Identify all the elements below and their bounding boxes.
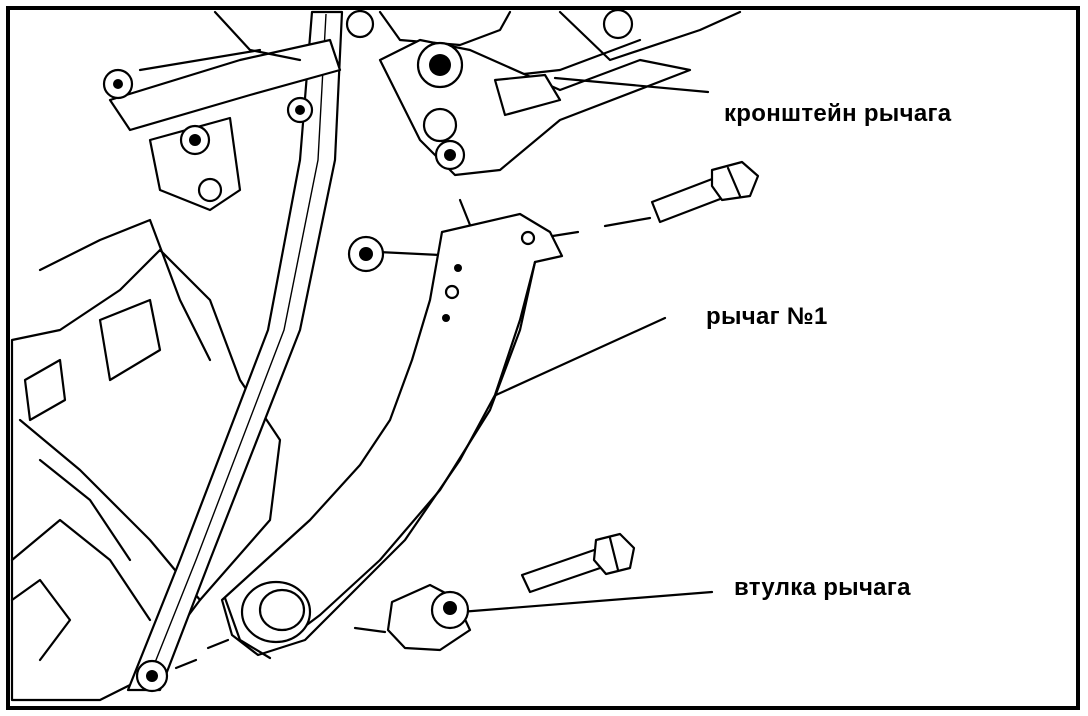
label-lever-bracket: кронштейн рычага	[724, 100, 952, 127]
top-frame-parts	[213, 10, 742, 82]
label-lever: рычаг №1	[706, 303, 828, 330]
steering-tube	[126, 10, 344, 692]
diagram-frame: кронштейн рычага рычаг №1 втулка рычага	[6, 6, 1080, 710]
lever-bracket-part	[378, 38, 692, 177]
lever-bushing-part	[353, 583, 472, 652]
lever-part	[220, 212, 564, 660]
bottom-nut	[135, 638, 230, 693]
housing-cover	[10, 218, 282, 702]
leader-lines	[376, 76, 714, 614]
washer	[347, 235, 385, 273]
lower-bolt	[520, 532, 636, 594]
label-lever-bushing: втулка рычага	[734, 574, 911, 601]
upper-link	[102, 38, 342, 212]
lever-assembly-drawing	[10, 10, 760, 702]
upper-bolt	[650, 160, 760, 224]
